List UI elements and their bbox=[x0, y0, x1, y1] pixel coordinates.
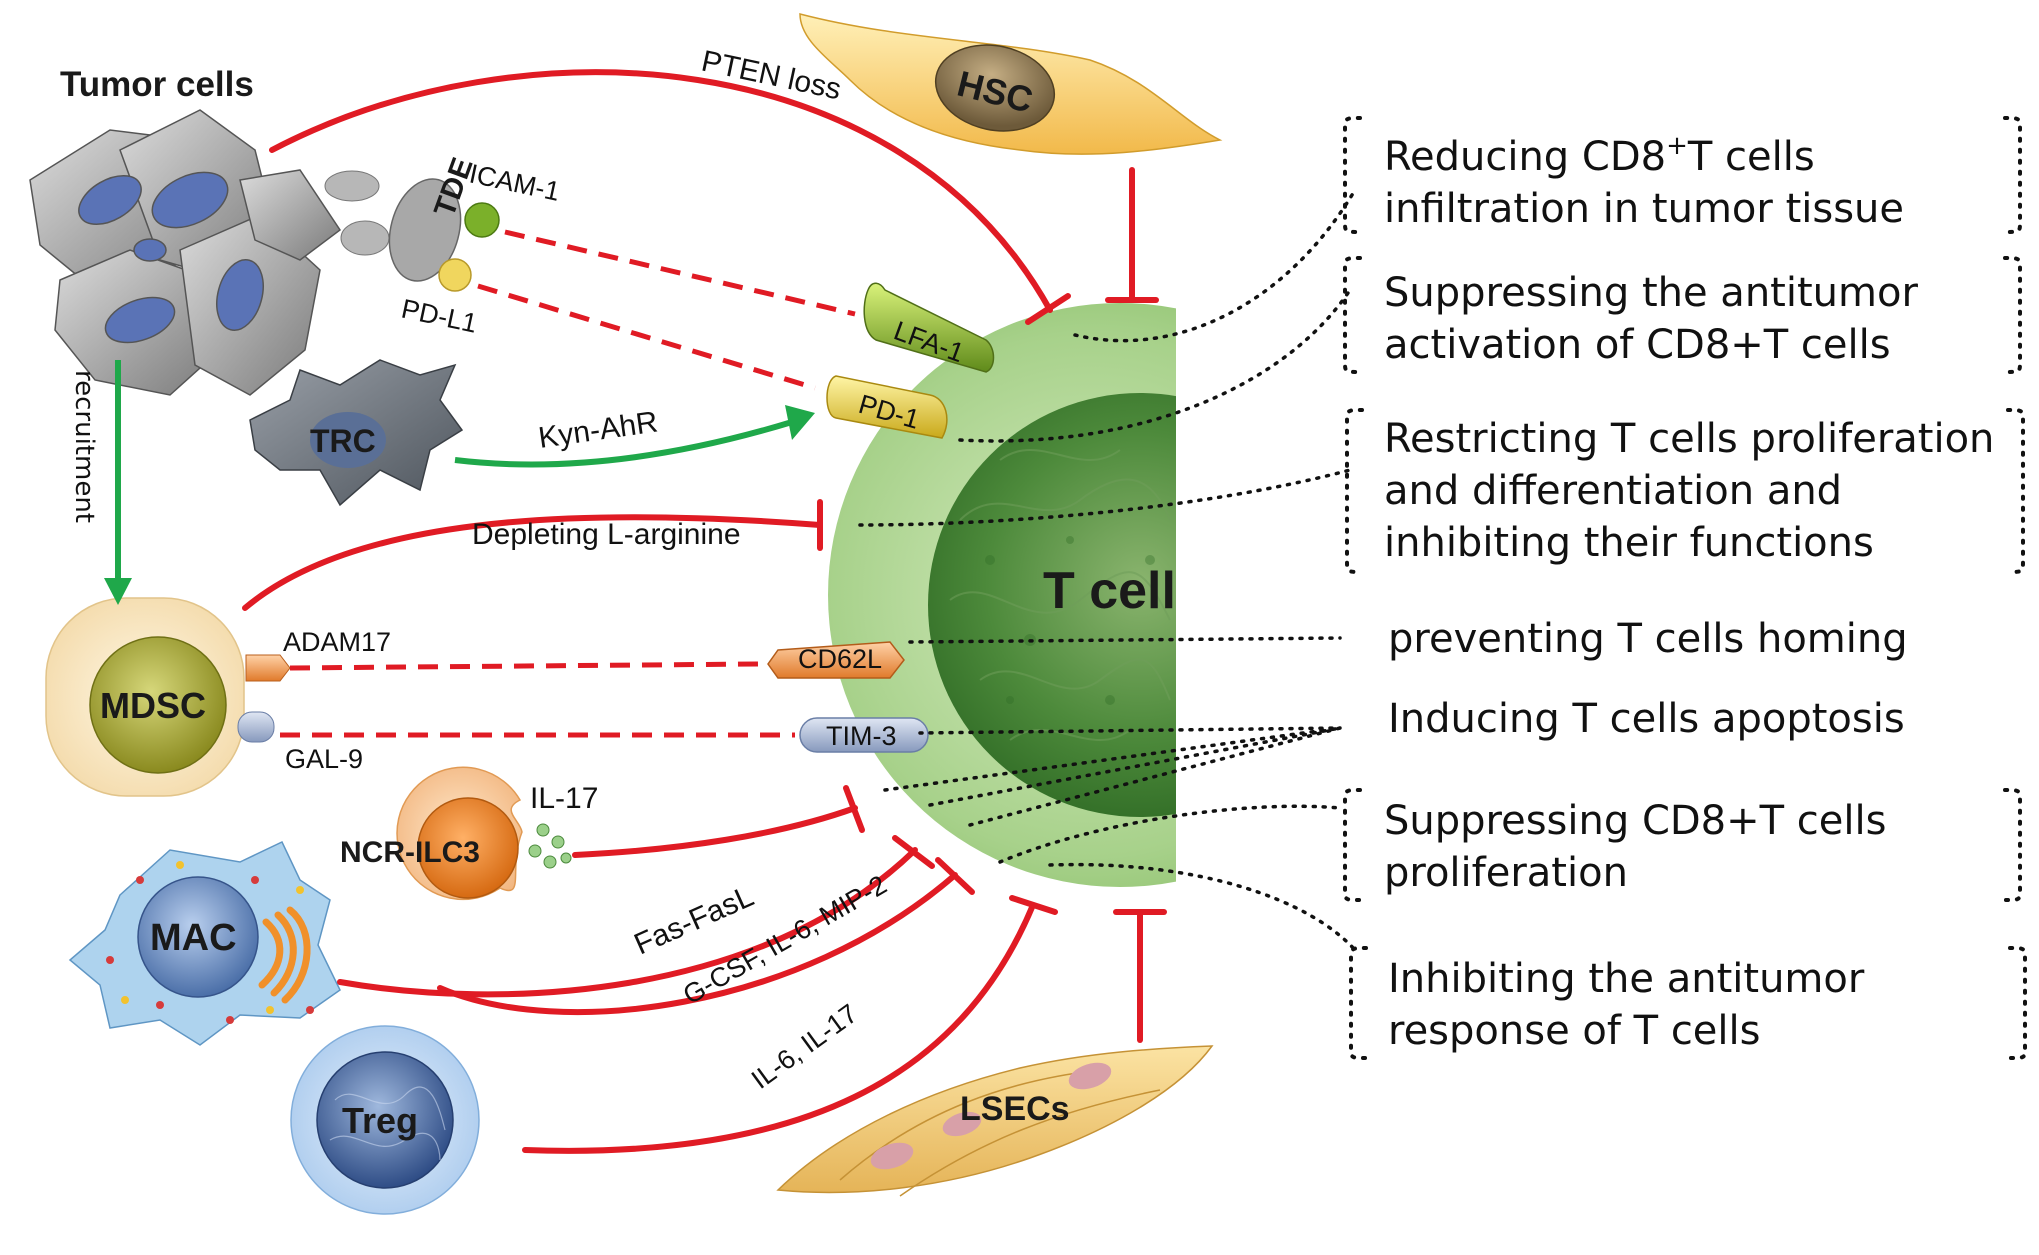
lsecs-cells bbox=[776, 1045, 1214, 1197]
arginine-line bbox=[242, 514, 823, 611]
pten-loss-bar bbox=[1025, 293, 1071, 325]
effect-7-line1: Inhibiting the antitumor bbox=[1388, 956, 1865, 1002]
il17-line bbox=[572, 805, 858, 858]
recruitment-label: recruitment bbox=[69, 370, 99, 523]
mac-label: MAC bbox=[150, 917, 237, 959]
tumor-cells-label: Tumor cells bbox=[60, 65, 254, 104]
il6-il17-line bbox=[522, 902, 1036, 1154]
kyn-ahr-label: Kyn-AhR bbox=[536, 406, 659, 455]
effect-6-line2: proliferation bbox=[1384, 850, 1628, 896]
tumor-cells-cluster bbox=[29, 109, 342, 396]
mdsc-cell bbox=[45, 597, 291, 797]
pten-loss-line bbox=[269, 69, 1053, 313]
gcsf-bar bbox=[935, 857, 975, 895]
trc-cell bbox=[249, 359, 464, 507]
effect-2-line1: Suppressing the antitumor bbox=[1384, 270, 1918, 316]
gcsf-line bbox=[437, 872, 958, 1015]
ncr-ilc3-cell bbox=[396, 766, 572, 901]
pdl1-label: PD-L1 bbox=[399, 294, 480, 339]
mdsc-label: MDSC bbox=[100, 685, 206, 726]
treg-cell bbox=[290, 1025, 480, 1215]
tim3-label: TIM-3 bbox=[826, 721, 897, 751]
hsc-cell bbox=[799, 13, 1223, 155]
pdl1-pd1-link bbox=[477, 283, 816, 391]
t-cell-label: T cell bbox=[1043, 562, 1176, 620]
effect-3-line3: inhibiting their functions bbox=[1384, 520, 1874, 566]
inhibition-lines bbox=[242, 69, 1167, 1154]
effect-brackets bbox=[1343, 116, 2027, 1060]
gal9-label: GAL-9 bbox=[285, 744, 363, 774]
cd62l-receptor bbox=[767, 641, 905, 679]
trc-label: TRC bbox=[310, 423, 376, 459]
macrophage-cell bbox=[68, 840, 341, 1046]
effect-6-line1: Suppressing CD8+T cells bbox=[1384, 798, 1886, 844]
il17-bar bbox=[843, 785, 865, 833]
tim3-receptor bbox=[799, 717, 929, 753]
il6-il17-bar bbox=[1009, 895, 1058, 915]
icam1-label: ICAM-1 bbox=[467, 159, 563, 207]
depleting-arginine-label: Depleting L-arginine bbox=[472, 518, 741, 551]
dashed-interactions bbox=[280, 229, 856, 738]
fas-fasl-bar bbox=[892, 835, 935, 869]
effect-3-line2: and differentiation and bbox=[1384, 468, 1842, 514]
il6-il17-label: IL-6, IL-17 bbox=[746, 998, 863, 1095]
lsecs-label: LSECs bbox=[960, 1090, 1070, 1128]
effect-2-line2: activation of CD8+T cells bbox=[1384, 322, 1891, 368]
tde-vesicles bbox=[324, 170, 500, 292]
ncr-ilc3-label: NCR-ILC3 bbox=[340, 836, 480, 869]
fas-fasl-line bbox=[337, 847, 918, 998]
pd1-receptor bbox=[826, 375, 948, 439]
effect-5-line1: Inducing T cells apoptosis bbox=[1388, 696, 1905, 742]
treg-label: Treg bbox=[342, 1100, 418, 1141]
effect-1-line1: Reducing CD8+T cells bbox=[1384, 131, 1815, 180]
icam1-lfa1-link bbox=[504, 229, 856, 317]
cd62l-label: CD62L bbox=[798, 644, 882, 674]
effects-list: Reducing CD8+T cells infiltration in tum… bbox=[1384, 131, 1994, 1054]
effect-1-line2: infiltration in tumor tissue bbox=[1384, 186, 1904, 232]
effect-4-line1: preventing T cells homing bbox=[1388, 616, 1908, 662]
adam17-label: ADAM17 bbox=[283, 627, 391, 657]
effect-3-line1: Restricting T cells proliferation bbox=[1384, 416, 1994, 462]
il17-label: IL-17 bbox=[530, 782, 598, 815]
lfa1-receptor bbox=[863, 282, 995, 373]
effect-7-line2: response of T cells bbox=[1388, 1008, 1760, 1054]
activation-arrows bbox=[104, 360, 815, 605]
leader-lines bbox=[858, 188, 1357, 952]
adam17-cd62l-link bbox=[289, 661, 761, 671]
